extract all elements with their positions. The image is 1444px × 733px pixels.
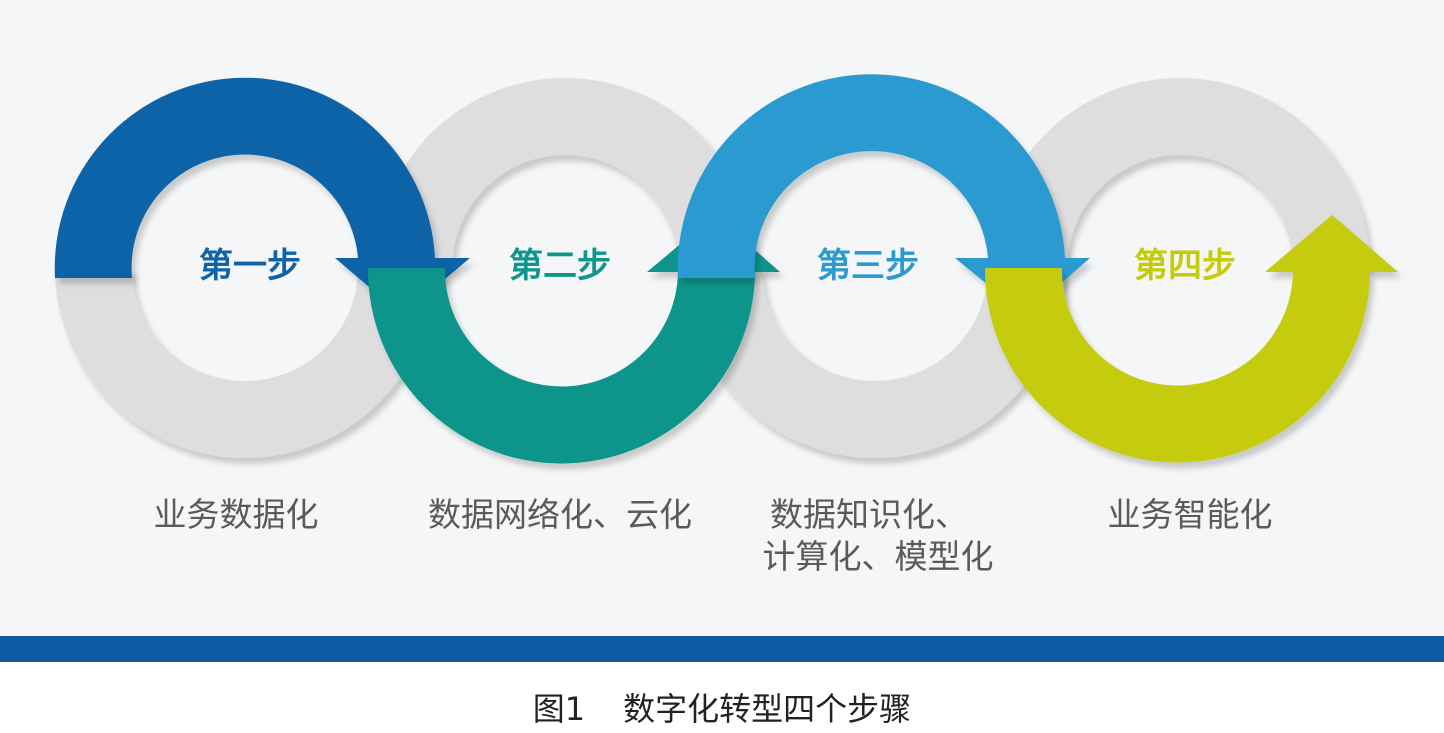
step-desc-4-line-1: 业务智能化 xyxy=(1107,495,1273,534)
figure-caption: 图1 数字化转型四个步骤 xyxy=(0,684,1444,730)
step3-arrow xyxy=(677,74,1090,315)
step2-arrow xyxy=(367,215,780,464)
gray-ring-2-upper xyxy=(375,78,755,268)
step-desc-3: 数据知识化、 计算化、模型化 xyxy=(738,494,1018,578)
gray-ring-3-lower xyxy=(685,268,1065,458)
step-desc-3-line-2: 计算化、模型化 xyxy=(762,537,994,576)
step-desc-2-line-1: 数据网络化、云化 xyxy=(428,495,692,534)
gray-rings xyxy=(55,78,1370,458)
bottom-bar xyxy=(0,636,1444,662)
step-label-3: 第三步 xyxy=(817,246,919,286)
gray-ring-4-upper xyxy=(990,78,1370,268)
step-arrows xyxy=(54,74,1398,464)
step-desc-2: 数据网络化、云化 xyxy=(410,494,710,536)
figure-title: 数字化转型四个步骤 xyxy=(623,690,912,728)
step-desc-1-line-1: 业务数据化 xyxy=(153,495,319,534)
step-label-4: 第四步 xyxy=(1134,246,1236,286)
step-desc-4: 业务智能化 xyxy=(1090,494,1290,536)
step-desc-1: 业务数据化 xyxy=(136,494,336,536)
step1-arrow xyxy=(54,77,470,315)
step-label-2: 第二步 xyxy=(509,246,611,286)
step4-arrow xyxy=(984,215,1398,463)
step-desc-3-line-1: 数据知识化、 xyxy=(770,495,968,534)
step-label-1: 第一步 xyxy=(199,246,301,286)
figure-number: 图1 xyxy=(532,690,586,728)
gray-ring-1-lower xyxy=(55,268,435,458)
four-step-ring-diagram: 第一步 第二步 第三步 第四步 xyxy=(54,74,1398,464)
